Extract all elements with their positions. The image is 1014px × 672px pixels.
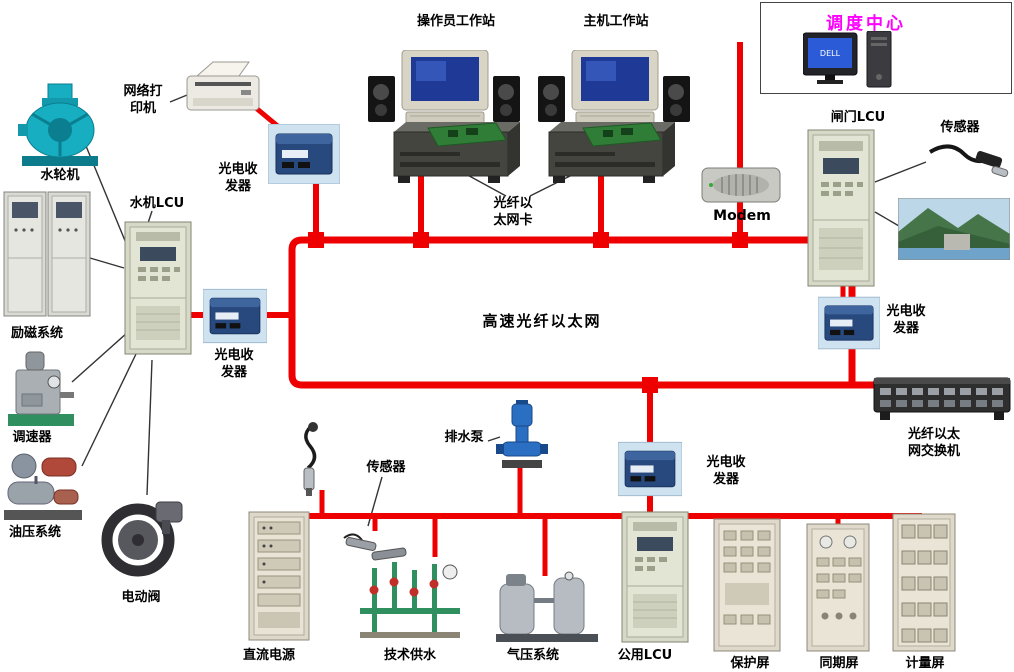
- photo-icon: [898, 198, 1010, 260]
- label-excitation-system: 励磁系统: [10, 326, 63, 341]
- label-sync-panel: 同期屏: [819, 656, 859, 671]
- pipes-icon: [360, 562, 460, 638]
- label-drain-pump: 排水泵: [444, 430, 484, 445]
- label-sensor-bottom: 传感器: [366, 460, 406, 475]
- turbine-icon: [18, 83, 98, 166]
- label-network-printer: 网络打 印机: [123, 84, 163, 116]
- label-hydro-lcu: 水机LCU: [129, 196, 185, 211]
- fiber-card-server-2: [543, 120, 675, 187]
- sensor-top-image: [924, 138, 1010, 196]
- transceiver-icon: [268, 124, 340, 184]
- common-lcu-cabinet: [620, 510, 690, 646]
- sensor-icon: [928, 144, 1009, 177]
- transceiver-icon: [818, 296, 880, 350]
- sync-panel-cabinet: [805, 522, 871, 655]
- electric-valve-image: [98, 496, 192, 578]
- label-dispatch-center: 调度中心: [826, 14, 906, 34]
- metering-panel-cabinet: [891, 512, 957, 655]
- hydro-lcu-cabinet: [123, 220, 193, 358]
- valve-icon: [101, 501, 183, 577]
- cabinet-pair-icon: [3, 191, 91, 317]
- label-protection-panel: 保护屏: [730, 656, 770, 671]
- label-dc-power: 直流电源: [242, 648, 295, 663]
- label-oil-pressure-system: 油压系统: [8, 525, 61, 540]
- transceiver-icon: [203, 288, 267, 344]
- label-optical-transceiver-3: 光电收 发器: [886, 304, 926, 336]
- air-compressor-image: [492, 570, 602, 645]
- label-turbine: 水轮机: [40, 168, 80, 183]
- compressor-icon: [496, 571, 598, 642]
- optical-transceiver-2: [203, 288, 267, 344]
- technical-water-image: [356, 550, 464, 644]
- protection-panel-cabinet: [712, 517, 782, 655]
- dc-power-cabinet: [247, 510, 311, 644]
- sensor-icon: [303, 422, 318, 496]
- oil-pumps-icon: [4, 453, 82, 520]
- sensor-bottom-image: [292, 420, 336, 498]
- governor-icon: [8, 351, 74, 426]
- label-common-lcu: 公用LCU: [617, 648, 673, 663]
- fiber-switch-image: [872, 370, 1012, 422]
- transceiver-icon: [618, 441, 682, 497]
- turbine-image: [16, 82, 104, 170]
- label-fiber-ethernet-card: 光纤以 太网卡: [493, 196, 533, 228]
- server-icon: [393, 122, 520, 183]
- dell-logo-text: DELL: [820, 49, 841, 58]
- label-gate-lcu: 闸门LCU: [830, 110, 886, 125]
- panel-icon: [713, 518, 781, 652]
- server-icon: [548, 122, 675, 183]
- label-air-pressure-system: 气压系统: [506, 648, 559, 663]
- label-operator-workstation: 操作员工作站: [416, 14, 495, 29]
- network-printer-image: [183, 58, 263, 116]
- sensor-probes-image: [342, 524, 414, 570]
- dispatch-center-panel: 调度中心 DELL: [760, 2, 1012, 94]
- modem-image: [700, 162, 782, 208]
- pump-icon: [496, 400, 548, 468]
- label-optical-transceiver-2: 光电收 发器: [214, 348, 254, 380]
- cabinet-icon: [124, 221, 192, 355]
- label-host-workstation: 主机工作站: [583, 14, 649, 29]
- operator-workstation-image: [368, 50, 520, 125]
- workstation-icon: [368, 50, 520, 124]
- switch-icon: [873, 377, 1011, 420]
- label-optical-transceiver-4: 光电收 发器: [706, 455, 746, 487]
- oil-system-image: [2, 438, 84, 522]
- dell-pc-image: DELL: [803, 31, 898, 91]
- cabinet-icon: [621, 511, 689, 643]
- label-optical-transceiver-1: 光电收 发器: [218, 162, 258, 194]
- drain-pump-image: [496, 400, 548, 472]
- excitation-cabinets: [2, 188, 92, 320]
- label-metering-panel: 计量屏: [905, 656, 945, 671]
- label-fiber-bus: 高速光纤以太网: [482, 312, 602, 330]
- probe-icon: [343, 533, 407, 561]
- label-governor: 调速器: [12, 430, 52, 445]
- workstation-icon: [538, 50, 690, 124]
- dam-photo: [898, 198, 1010, 260]
- cabinet-icon: [807, 129, 875, 287]
- dell-pc-icon: DELL: [803, 31, 892, 88]
- label-electric-valve: 电动阀: [121, 590, 161, 605]
- label-sensor-top: 传感器: [940, 120, 980, 135]
- label-fiber-switch: 光纤以太 网交换机: [907, 427, 960, 459]
- label-modem: Modem: [713, 208, 771, 224]
- host-workstation-image: [538, 50, 690, 125]
- optical-transceiver-1: [268, 124, 340, 184]
- optical-transceiver-3: [818, 296, 880, 350]
- fiber-card-server-1: [388, 120, 520, 187]
- gate-lcu-cabinet: [806, 128, 876, 290]
- modem-icon: [701, 167, 781, 203]
- label-technical-water: 技术供水: [383, 648, 436, 663]
- optical-transceiver-4: [618, 441, 682, 497]
- governor-image: [6, 344, 78, 430]
- panel-icon: [892, 513, 956, 652]
- panel-icon: [806, 523, 870, 652]
- cabinet-icon: [248, 511, 310, 641]
- printer-icon: [186, 61, 260, 111]
